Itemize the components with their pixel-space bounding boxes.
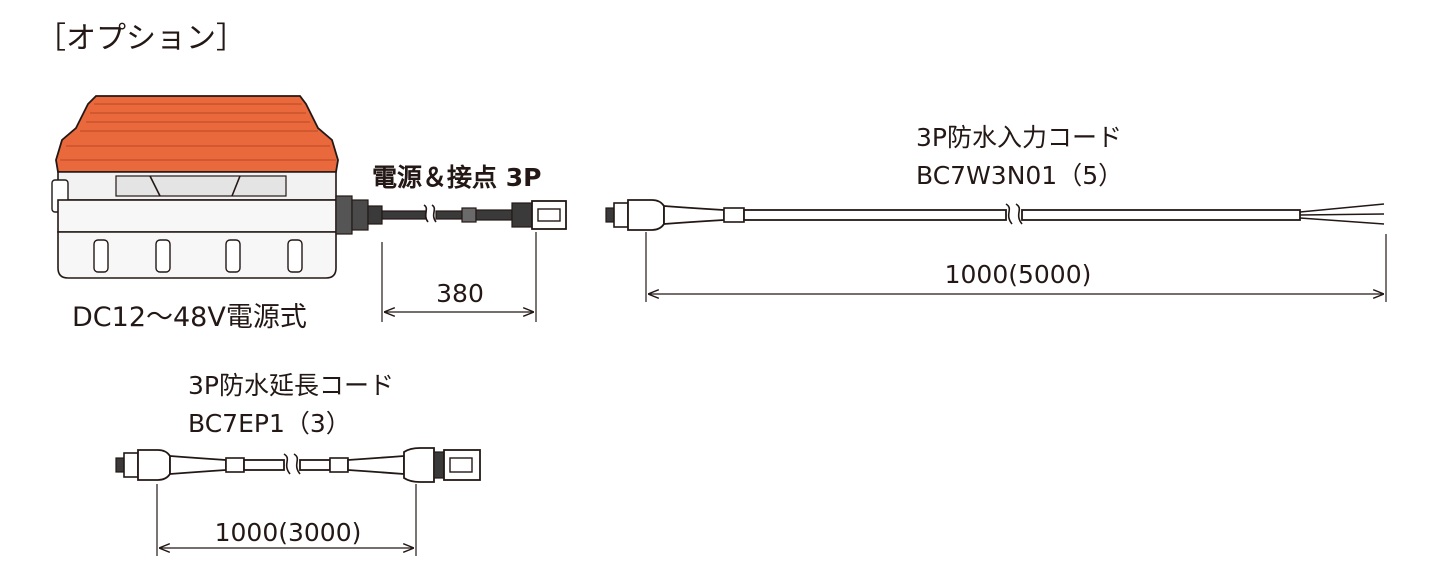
extension-cord-model: BC7EP1（3） (188, 409, 351, 438)
connector-label: 電源＆接点 3P (372, 163, 541, 192)
device-base-slots (93, 239, 303, 273)
cable-gland (335, 195, 383, 235)
device-middle-band (57, 199, 337, 233)
extension-cord-length: 1000(3000) (215, 518, 362, 547)
input-cord-length: 1000(5000) (945, 260, 1092, 289)
section-title: ［オプション］ (36, 21, 246, 56)
input-cord (605, 199, 1385, 231)
input-cord-length-dimension (645, 232, 1387, 302)
extension-cord-name: 3P防水延長コード (188, 371, 394, 400)
device-cable (381, 204, 513, 223)
device-cap-ribs (60, 103, 336, 161)
cable-length-label: 380 (436, 279, 484, 308)
input-cord-name: 3P防水入力コード (916, 123, 1122, 152)
signal-tower-device (51, 95, 567, 279)
cable-length-dimension (381, 232, 537, 322)
extension-cord (115, 447, 481, 483)
device-caption: DC12～48V電源式 (72, 302, 307, 333)
extension-cord-length-dimension (156, 484, 417, 556)
device-connector (511, 200, 567, 230)
device-base (57, 231, 337, 279)
device-window (115, 175, 287, 197)
input-cord-model: BC7W3N01（5） (916, 161, 1123, 190)
